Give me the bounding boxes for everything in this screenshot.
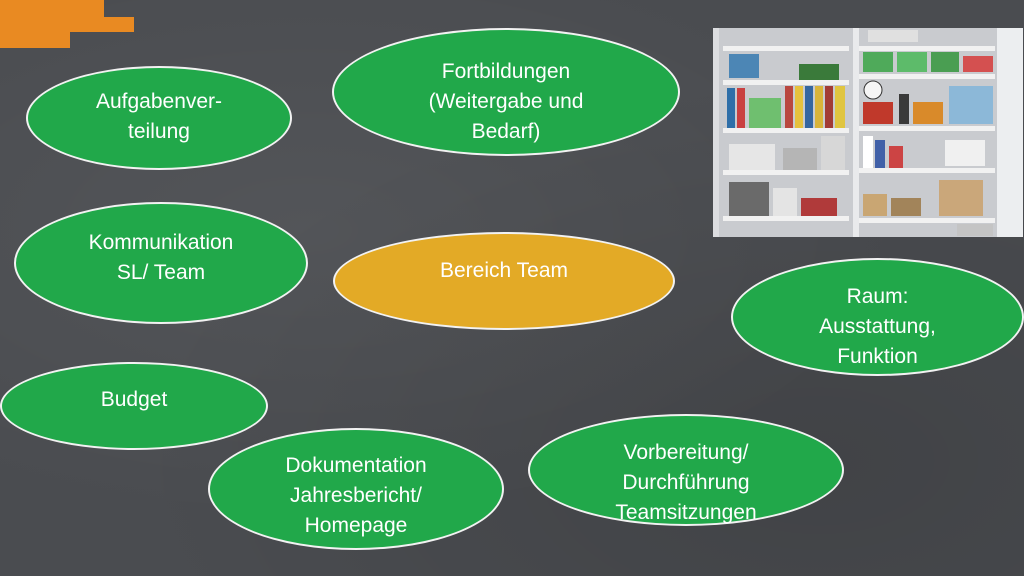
shelf-cabinet-illustration — [713, 28, 1023, 237]
corner-decoration-block — [70, 17, 134, 32]
corner-decoration-notch — [70, 0, 104, 17]
node-raum-label: Raum: Ausstattung, Funktion — [819, 285, 936, 368]
node-aufgabenverteilung-label: Aufgabenver- teilung — [95, 90, 223, 143]
node-budget: Budget — [0, 362, 268, 450]
node-dokumentation-label: Dokumentation Jahresbericht/ Homepage — [285, 454, 427, 537]
center-node-label: Bereich Team — [439, 259, 568, 282]
node-kommunikation-label: Kommunikation SL/ Team — [88, 231, 234, 284]
node-aufgabenverteilung: Aufgabenver- teilung — [26, 66, 292, 170]
node-vorbereitung: Vorbereitung/ Durchführung Teamsitzungen — [528, 414, 844, 526]
corner-decoration-bar — [0, 0, 70, 48]
node-budget-label: Budget — [100, 388, 168, 411]
node-fortbildungen: Fortbildungen (Weitergabe und Bedarf) — [332, 28, 680, 156]
node-vorbereitung-label: Vorbereitung/ Durchführung Teamsitzungen — [615, 441, 757, 524]
node-fortbildungen-label: Fortbildungen (Weitergabe und Bedarf) — [428, 60, 584, 143]
center-node-bereich-team: Bereich Team — [333, 232, 675, 330]
node-raum: Raum: Ausstattung, Funktion — [731, 258, 1024, 376]
shelf-cabinet-photo — [713, 28, 1023, 237]
node-kommunikation: Kommunikation SL/ Team — [14, 202, 308, 324]
node-dokumentation: Dokumentation Jahresbericht/ Homepage — [208, 428, 504, 550]
